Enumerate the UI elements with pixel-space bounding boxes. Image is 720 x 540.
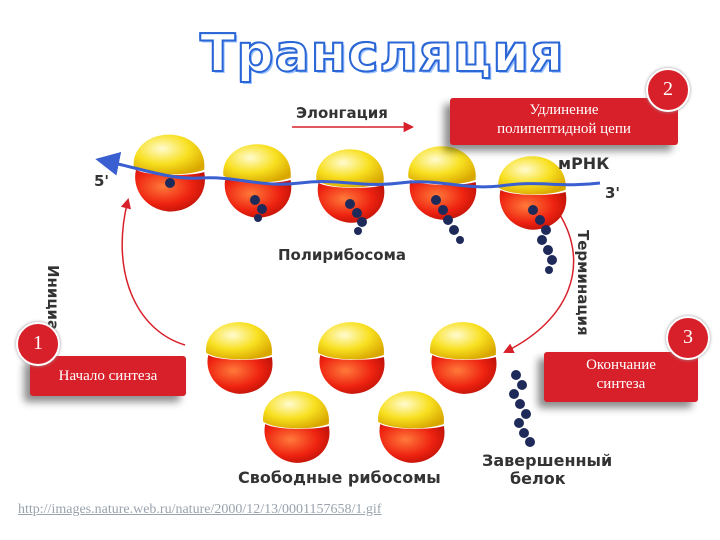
polypeptide-chains — [165, 178, 557, 274]
finished-protein-label: Завершенный белок — [482, 452, 612, 488]
three-prime-label: 3' — [605, 184, 621, 202]
step-2-line1: Удлинение — [529, 102, 599, 118]
ribosome — [223, 144, 292, 218]
polyribosome-label: Полирибосома — [278, 246, 406, 264]
termination-label: Терминация — [574, 230, 592, 336]
step-2-badge: 2 — [646, 68, 690, 112]
source-url[interactable]: http://images.nature.web.ru/nature/2000/… — [18, 502, 382, 517]
free-ribosome — [378, 391, 445, 463]
free-ribosome — [430, 322, 497, 394]
mrna-strand — [95, 152, 601, 189]
step-3-line1: Окончание — [586, 357, 656, 373]
diagram-title: Трансляция — [199, 23, 565, 85]
free-ribosomes — [206, 322, 497, 463]
free-ribosome — [263, 391, 330, 463]
mrna-label: мРНК — [558, 154, 610, 173]
step-2-line2: полипептидной цепи — [497, 121, 631, 137]
free-ribosome — [206, 322, 273, 394]
five-prime-label: 5' — [94, 172, 110, 190]
step-3-box: Окончание синтеза — [544, 352, 698, 402]
ribosome — [133, 134, 205, 212]
step-2-box: Удлинение полипептидной цепи — [450, 98, 678, 145]
free-ribosomes-label: Свободные рибосомы — [238, 468, 441, 487]
ribosome — [498, 156, 567, 230]
finished-protein-line2: белок — [510, 469, 566, 488]
step-3-line2: синтеза — [596, 376, 646, 392]
finished-protein — [509, 370, 535, 447]
termination-arrow — [503, 214, 575, 353]
elongation-label: Элонгация — [296, 104, 388, 122]
initiation-arrow — [120, 197, 186, 346]
ribosome — [316, 149, 385, 223]
step-1-text: Начало синтеза — [58, 368, 158, 384]
free-ribosome — [318, 322, 385, 394]
step-3-badge: 3 — [666, 316, 710, 360]
finished-protein-line1: Завершенный — [482, 451, 613, 470]
step-1-badge: 1 — [16, 322, 60, 366]
step-1-box: Начало синтеза — [30, 356, 186, 396]
